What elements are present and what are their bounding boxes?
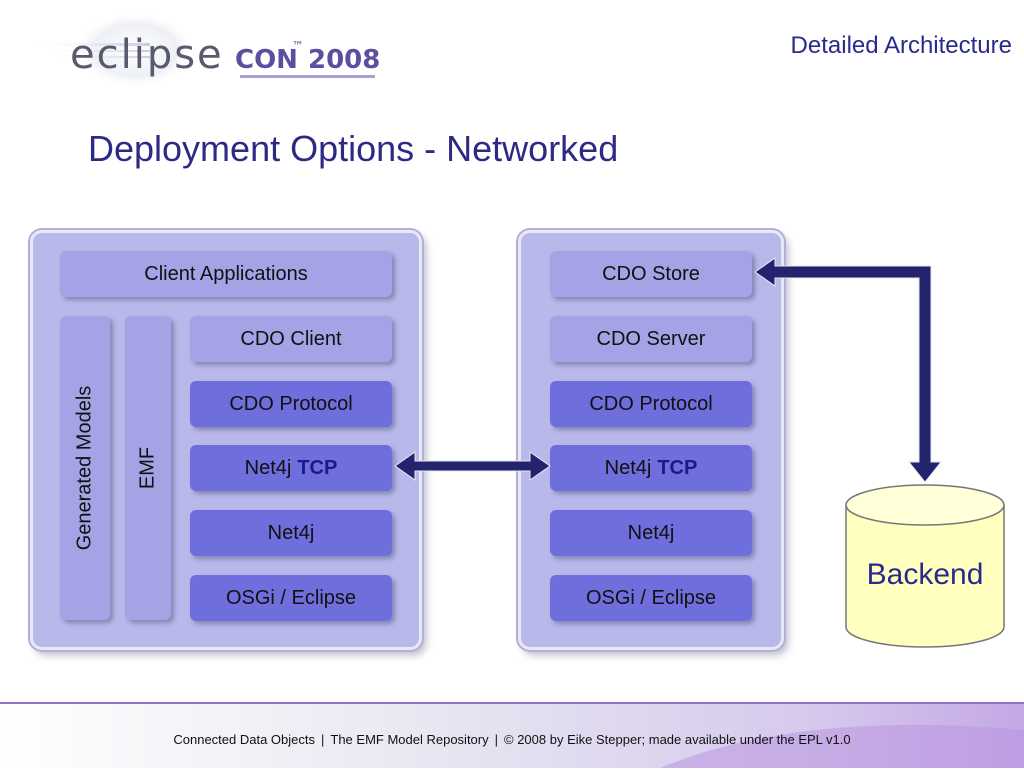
- tcp-connection-arrow: [394, 451, 551, 481]
- footer-project: Connected Data Objects: [173, 732, 315, 747]
- cdo-store-box: CDO Store: [550, 251, 752, 297]
- client-net4j-label: Net4j: [267, 521, 315, 544]
- footer-separator: |: [494, 732, 499, 747]
- client-tcp-label: TCP: [297, 456, 338, 479]
- footer-separator: |: [321, 732, 325, 747]
- footer-band: [0, 700, 1024, 768]
- backend-database-icon: [845, 484, 1005, 648]
- server-cdo-protocol-label: CDO Protocol: [589, 392, 713, 415]
- client-cdo-protocol-label: CDO Protocol: [229, 392, 353, 415]
- section-title: Detailed Architecture: [790, 32, 1012, 59]
- client-applications-box: Client Applications: [60, 251, 392, 297]
- store-backend-arrow: [754, 257, 943, 483]
- footer-copyright: © 2008 by Eike Stepper; made available u…: [504, 732, 851, 747]
- client-cdo-protocol-box: CDO Protocol: [190, 381, 392, 427]
- cdo-client-label: CDO Client: [240, 327, 342, 350]
- server-osgi-label: OSGi / Eclipse: [585, 586, 717, 609]
- emf-box: EMF: [125, 316, 171, 620]
- footer-subtitle: The EMF Model Repository: [330, 732, 489, 747]
- server-net4j-tcp-box: Net4j TCP: [550, 445, 752, 491]
- server-cdo-protocol-box: CDO Protocol: [550, 381, 752, 427]
- generated-models-box: Generated Models: [60, 316, 110, 620]
- server-net4j-box: Net4j: [550, 510, 752, 556]
- cdo-server-label: CDO Server: [596, 327, 706, 350]
- client-osgi-label: OSGi / Eclipse: [225, 586, 357, 609]
- client-applications-label: Client Applications: [144, 262, 308, 285]
- slide-title: Deployment Options - Networked: [88, 128, 619, 169]
- cdo-store-label: CDO Store: [602, 262, 700, 285]
- client-net4j-tcp-box: Net4j TCP: [190, 445, 392, 491]
- eclipsecon-logo: eclipse CON ™ 2008: [30, 10, 390, 90]
- client-osgi-box: OSGi / Eclipse: [190, 575, 392, 621]
- server-net4j-label: Net4j: [627, 521, 675, 544]
- logo-tm-text: ™: [292, 39, 304, 53]
- backend-label: Backend: [866, 558, 984, 591]
- footer-text: Connected Data Objects | The EMF Model Rep…: [0, 732, 1024, 747]
- client-net4j-box: Net4j: [190, 510, 392, 556]
- cdo-server-box: CDO Server: [550, 316, 752, 362]
- client-net4j-tcp-label: Net4j: [244, 456, 292, 479]
- server-tcp-label: TCP: [657, 456, 698, 479]
- server-osgi-box: OSGi / Eclipse: [550, 575, 752, 621]
- cdo-client-box: CDO Client: [190, 316, 392, 362]
- logo-eclipse-text: eclipse: [70, 32, 224, 78]
- server-net4j-tcp-label: Net4j: [604, 456, 652, 479]
- logo-con-text: CON: [235, 45, 298, 75]
- logo-year-text: 2008: [308, 45, 380, 75]
